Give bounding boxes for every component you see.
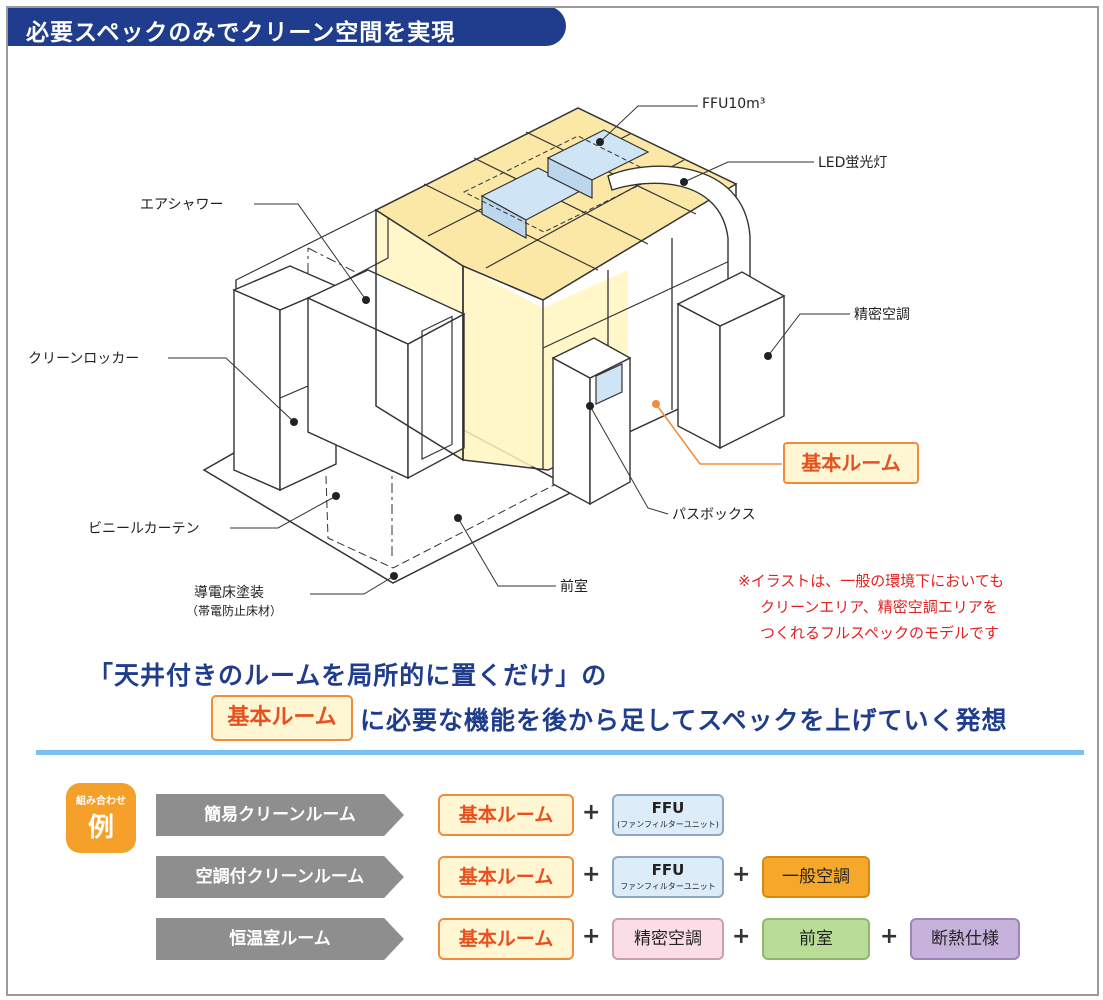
basic-room-callout: 基本ルーム — [783, 442, 919, 484]
leader-basic-room — [655, 403, 782, 465]
ceiling-grid-5 — [525, 131, 697, 215]
section-divider — [36, 750, 1084, 755]
precise-ac-front — [677, 302, 721, 450]
label-led: LED蛍光灯 — [818, 155, 888, 171]
pass-box-window — [595, 363, 623, 405]
row-2-ffu-label: FFU — [651, 861, 685, 879]
row-2-label: 空調付クリーンルーム — [156, 856, 404, 898]
wall-beam — [542, 257, 737, 349]
dot-locker — [290, 418, 298, 426]
headline-basic-room-box: 基本ルーム — [211, 695, 353, 741]
label-ffu: FFU10m³ — [702, 96, 766, 112]
leader-floor — [310, 575, 395, 595]
row-1-plus-1: + — [582, 800, 601, 825]
leader-precise-ac — [767, 313, 850, 357]
leader-led — [683, 161, 814, 183]
headline-line-1: 「天井付きのルームを局所的に置くだけ」の — [88, 661, 608, 690]
precise-ac-top — [676, 271, 786, 327]
row-2-ffu: FFU ファンフィルターユニット — [612, 856, 724, 898]
row-3-plus-3: + — [880, 924, 899, 949]
dot-ffu — [596, 138, 604, 146]
row-2-plus-2: + — [732, 862, 751, 887]
row-1-label: 簡易クリーンルーム — [156, 794, 404, 836]
dot-floor — [390, 572, 398, 580]
leader-passbox — [589, 405, 669, 515]
leader-locker — [168, 357, 295, 423]
example-badge-small: 組み合わせ — [76, 796, 126, 807]
note-line-3: つくれるフルスペックのモデルです — [760, 624, 999, 642]
dot-passbox — [586, 402, 594, 410]
clean-room-illustration — [168, 105, 850, 595]
row-3-insulation: 断熱仕様 — [910, 918, 1020, 960]
row-3-precise-ac: 精密空調 — [612, 918, 724, 960]
example-badge: 組み合わせ 例 — [66, 783, 136, 853]
floor-dashed — [325, 475, 557, 569]
leader-curtain — [230, 495, 337, 529]
row-3-basic-room: 基本ルーム — [438, 918, 574, 960]
air-shower-door — [421, 315, 453, 460]
row-2-general-ac: 一般空調 — [762, 856, 870, 898]
headline-basic-room-text: 基本ルーム — [227, 705, 337, 730]
label-precise-ac: 精密空調 — [854, 307, 910, 323]
dot-basic-room — [652, 400, 660, 408]
row-3-plus-2: + — [732, 924, 751, 949]
example-badge-big: 例 — [87, 813, 114, 843]
pass-box-top — [551, 337, 632, 379]
row-3-label: 恒温室ルーム — [156, 918, 404, 960]
dot-precise-ac — [764, 352, 772, 360]
row-2-ffu-sub: ファンフィルターユニット — [620, 882, 716, 891]
page-frame: 必要スペックのみでクリーン空間を実現 — [6, 6, 1099, 996]
air-shower-top — [306, 269, 466, 345]
label-floor-coating: 導電床塗装 — [194, 585, 264, 601]
label-air-shower: エアシャワー — [140, 197, 224, 213]
dot-led — [680, 178, 688, 186]
label-vinyl-curtain: ビニールカーテン — [88, 521, 200, 537]
label-clean-locker: クリーンロッカー — [28, 351, 140, 367]
headline-line-2: に必要な機能を後から足してスペックを上げていく発想 — [360, 706, 1008, 735]
row-3-anteroom: 前室 — [762, 918, 870, 960]
leader-air-shower — [254, 203, 367, 301]
label-floor-coating-sub: （帯電防止床材） — [186, 604, 283, 618]
leader-anteroom — [457, 517, 556, 587]
page-title: 必要スペックのみでクリーン空間を実現 — [26, 20, 456, 46]
row-1-basic-room: 基本ルーム — [438, 794, 574, 836]
row-2-plus-1: + — [582, 862, 601, 887]
row-3-plus-1: + — [582, 924, 601, 949]
clean-locker-front — [233, 288, 281, 492]
note-line-1: ※イラストは、一般の環境下においても — [738, 572, 1005, 590]
duct — [607, 165, 751, 299]
leader-ffu — [599, 105, 698, 143]
dot-curtain — [332, 492, 340, 500]
note-line-2: クリーンエリア、精密空調エリアを — [760, 598, 998, 616]
dot-air-shower — [362, 296, 370, 304]
basic-room-callout-text: 基本ルーム — [801, 451, 901, 475]
label-pass-box: パスボックス — [672, 507, 756, 523]
dot-anteroom — [454, 514, 462, 522]
row-1-ffu-sub: (ファンフィルターユニット) — [617, 820, 719, 829]
pass-box-front — [552, 356, 591, 506]
row-2-basic-room: 基本ルーム — [438, 856, 574, 898]
label-anteroom: 前室 — [560, 579, 588, 595]
row-1-ffu: FFU (ファンフィルターユニット) — [612, 794, 724, 836]
ffu-unit-2-side — [547, 157, 593, 199]
title-banner: 必要スペックのみでクリーン空間を実現 — [8, 8, 566, 46]
row-1-ffu-label: FFU — [651, 799, 685, 817]
